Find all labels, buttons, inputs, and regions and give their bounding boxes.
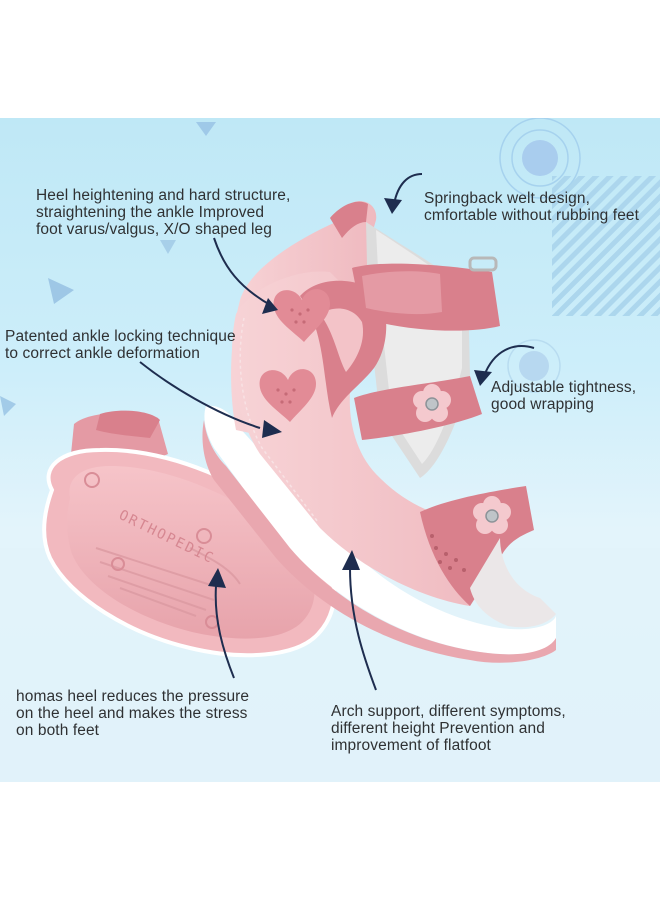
pointer-arrow-icon xyxy=(393,173,423,205)
pointer-arrow-icon xyxy=(483,345,535,377)
sandal-sole-view: ORTHOPEDIC xyxy=(42,410,337,658)
annotation-heel-structure: Heel heightening and hard structure, str… xyxy=(36,187,291,238)
product-image-panel: ORTHOPEDIC xyxy=(0,118,660,782)
annotation-homas-heel: homas heel reduces the pressure on the h… xyxy=(16,688,250,739)
annotation-arrows xyxy=(139,173,535,691)
sandal-front xyxy=(202,201,556,663)
flower-buckle-icon xyxy=(473,496,511,534)
flower-buckle-icon xyxy=(413,384,451,422)
annotation-springback-welt: Springback welt design, cmfortable witho… xyxy=(424,190,640,224)
heart-cutout-icon xyxy=(273,289,330,342)
pointer-arrow-icon xyxy=(214,585,235,679)
annotation-adjustable-tightness: Adjustable tightness, good wrapping xyxy=(491,379,637,413)
heart-cutout-icon xyxy=(259,369,316,422)
annotation-ankle-locking: Patented ankle locking technique to corr… xyxy=(5,328,236,362)
sandal-illustration: ORTHOPEDIC xyxy=(0,118,660,782)
annotation-arch-support: Arch support, different symptoms, differ… xyxy=(331,703,566,754)
pointer-arrow-icon xyxy=(213,237,273,307)
pointer-arrow-icon xyxy=(349,567,377,691)
pointer-arrow-icon xyxy=(139,361,261,429)
